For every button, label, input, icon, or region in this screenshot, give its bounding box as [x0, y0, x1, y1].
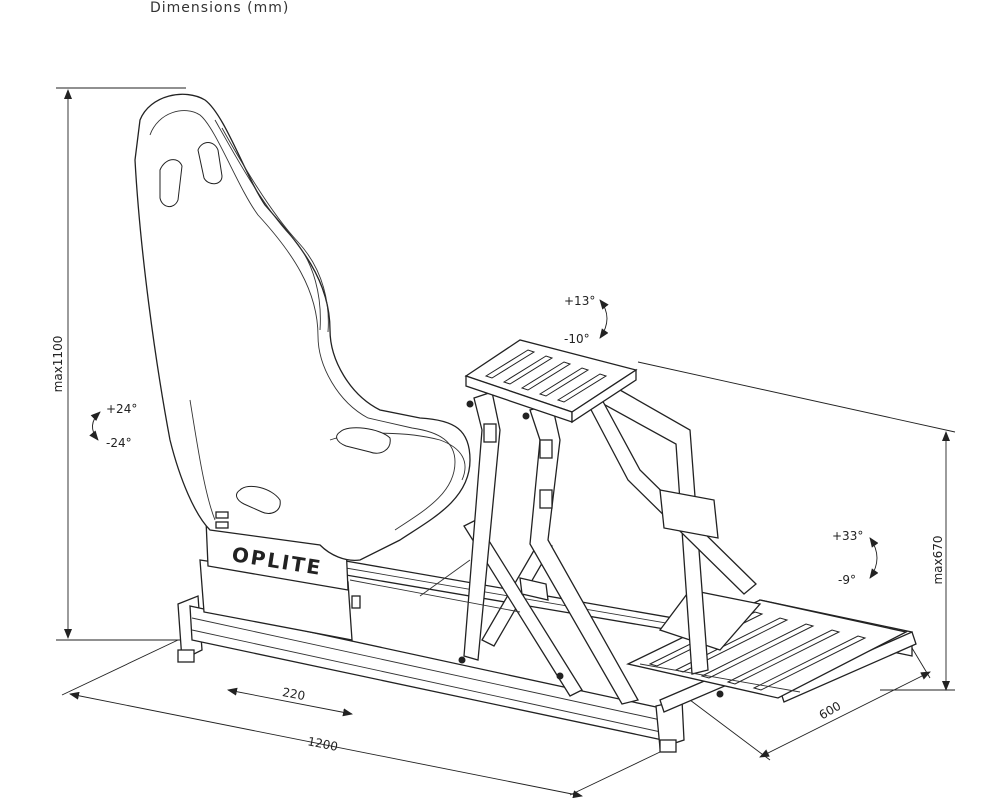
slide-label: 220 — [281, 685, 306, 703]
pedal-plate — [626, 589, 908, 699]
pedal-height-label: max670 — [931, 535, 945, 584]
rail-track — [349, 559, 801, 698]
page-title: Dimensions (mm) — [150, 0, 290, 16]
length-ext-right — [569, 751, 661, 796]
wheel-angle-up: +13° — [564, 294, 595, 308]
dimension-lines — [56, 87, 956, 799]
width-label: 600 — [817, 699, 844, 723]
pedal-angle-up: +33° — [832, 529, 863, 543]
wheel-stand — [463, 339, 757, 705]
seat-angle-down: -24° — [106, 436, 132, 450]
front-foot — [659, 739, 677, 753]
seat-shell — [134, 93, 471, 561]
width-ext-left — [689, 699, 771, 761]
angle-indicators — [89, 299, 879, 579]
width-dimension — [759, 671, 931, 758]
pedal-tilt-arc — [869, 537, 879, 579]
seat-height-label: max1100 — [51, 336, 65, 393]
left-rail — [189, 605, 673, 743]
length-ext-left — [61, 639, 179, 696]
cushion-slot — [336, 427, 391, 454]
lower-slot — [236, 485, 281, 514]
stand-mount-plate — [519, 577, 549, 601]
pedal-height-ext-top — [637, 361, 956, 433]
pedal-angle-down: -9° — [838, 573, 856, 587]
length-dimension — [69, 691, 583, 799]
seat-tilt-arc — [89, 411, 101, 441]
seat-bracket: OPLITE — [199, 519, 361, 641]
wheel-angle-down: -10° — [564, 332, 590, 346]
seat-angle-up: +24° — [106, 402, 137, 416]
slide-dimension — [227, 687, 353, 717]
wheel-tilt-arc — [599, 299, 609, 339]
racing-seat — [134, 93, 471, 561]
length-label: 1200 — [306, 734, 339, 754]
wheel-stand-side-plate — [659, 489, 719, 539]
rear-foot — [177, 649, 195, 663]
cross-tube-b — [463, 519, 583, 697]
harness-slot-right — [197, 142, 223, 185]
pedal-bracket — [658, 589, 762, 651]
harness-slot-left — [159, 159, 183, 207]
